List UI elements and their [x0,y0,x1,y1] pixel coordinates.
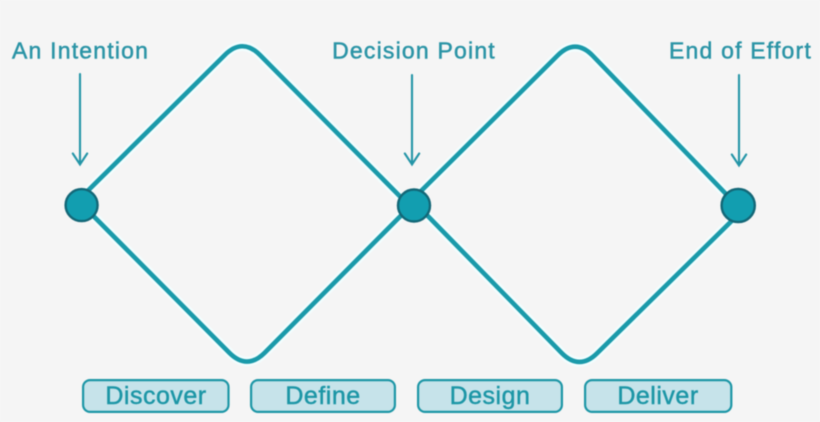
svg-text:Discover: Discover [105,382,206,410]
svg-text:End of Effort: End of Effort [669,38,812,64]
svg-text:Design: Design [450,382,531,410]
svg-text:Deliver: Deliver [617,382,698,410]
svg-text:Define: Define [285,382,360,410]
svg-text:An Intention: An Intention [12,38,149,64]
svg-text:Decision Point: Decision Point [332,38,496,64]
